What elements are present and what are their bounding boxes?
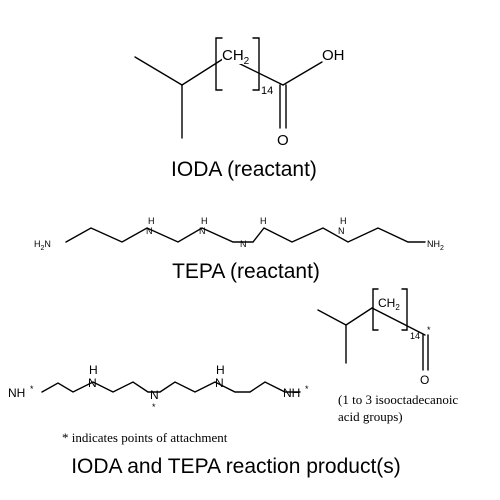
tepa-nh-label-2: H [201, 216, 208, 226]
attach-star-3: * [305, 384, 309, 394]
tepa-nh-label-1: H [148, 216, 155, 226]
carbonyl-o-label: O [277, 132, 289, 149]
groups-note-line2: acid groups) [338, 409, 403, 424]
product-n-label-3: N [215, 376, 224, 390]
product-o-label: O [420, 373, 429, 387]
groups-note-line1: (1 to 3 isooctadecanoic [338, 392, 458, 407]
product-n-label-1: N [88, 376, 97, 390]
attach-star-2: * [152, 402, 156, 412]
product-acyl-structure: CH2 14 * O [317, 288, 431, 387]
ioda-caption: IODA (reactant) [171, 158, 317, 181]
product-h-label-2: H [216, 363, 225, 377]
attach-star-1: * [30, 384, 34, 394]
tepa-nh-label-3: H [260, 216, 267, 226]
product-n-label-2: N [150, 388, 159, 402]
tepa-n-label-4: N [338, 226, 345, 236]
tepa-structure: H2N H N H N N H H N NH2 [34, 212, 444, 252]
nh2-label: NH2 [427, 239, 444, 252]
tepa-n-label-3: N [240, 239, 247, 249]
product-bracket-left [372, 288, 379, 331]
tepa-n-label-2: N [199, 226, 206, 236]
ch2-label: CH2 [222, 47, 250, 67]
product-nh-label-1: NH [8, 386, 25, 400]
tepa-n-label-1: N [146, 226, 153, 236]
oh-label: OH [322, 47, 345, 64]
product-caption: IODA and TEPA reaction product(s) [71, 455, 401, 478]
product-tepa-structure: NH * H N N * H N NH * [8, 363, 309, 412]
attach-star-4: * [427, 325, 431, 335]
ioda-structure: CH2 14 OH O [134, 37, 345, 149]
repeat-bracket-left [215, 37, 223, 91]
product-ch2-label: CH2 [378, 296, 400, 312]
product-bracket-right [401, 288, 408, 331]
tepa-nh-label-4: H [340, 216, 347, 226]
tepa-caption: TEPA (reactant) [172, 260, 320, 283]
repeat-bracket-right [252, 37, 260, 91]
repeat-count-label: 14 [261, 85, 273, 97]
attachment-note: * indicates points of attachment [62, 430, 228, 445]
h2n-label: H2N [34, 239, 51, 252]
product-repeat-label: 14 [410, 331, 420, 341]
product-h-label-1: H [89, 363, 98, 377]
product-nh-label-2: NH [283, 386, 300, 400]
